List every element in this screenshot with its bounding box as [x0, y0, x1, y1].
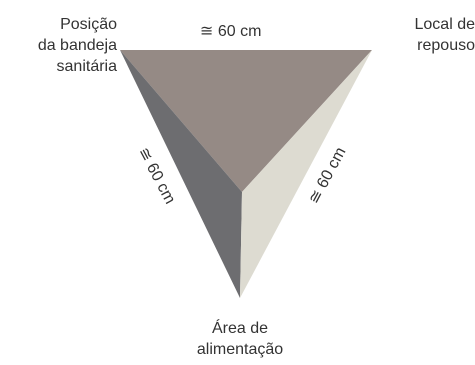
top-face: [120, 50, 372, 192]
label-resting-place: Local de repouso: [400, 14, 475, 56]
label-line: Posição: [60, 16, 117, 33]
label-line: repouso: [417, 37, 475, 54]
label-line: da bandeja: [37, 37, 117, 54]
label-line: Área de: [211, 320, 269, 337]
label-line: sanitária: [56, 58, 117, 75]
label-litter-tray-position: Posição da bandeja sanitária: [5, 14, 117, 77]
label-feeding-area: Área de alimentação: [190, 318, 290, 360]
label-line: Local de: [414, 16, 475, 33]
right-face: [240, 50, 372, 298]
left-face: [120, 50, 242, 298]
measure-top-edge: ≅ 60 cm: [200, 23, 262, 40]
label-line: alimentação: [196, 341, 284, 358]
